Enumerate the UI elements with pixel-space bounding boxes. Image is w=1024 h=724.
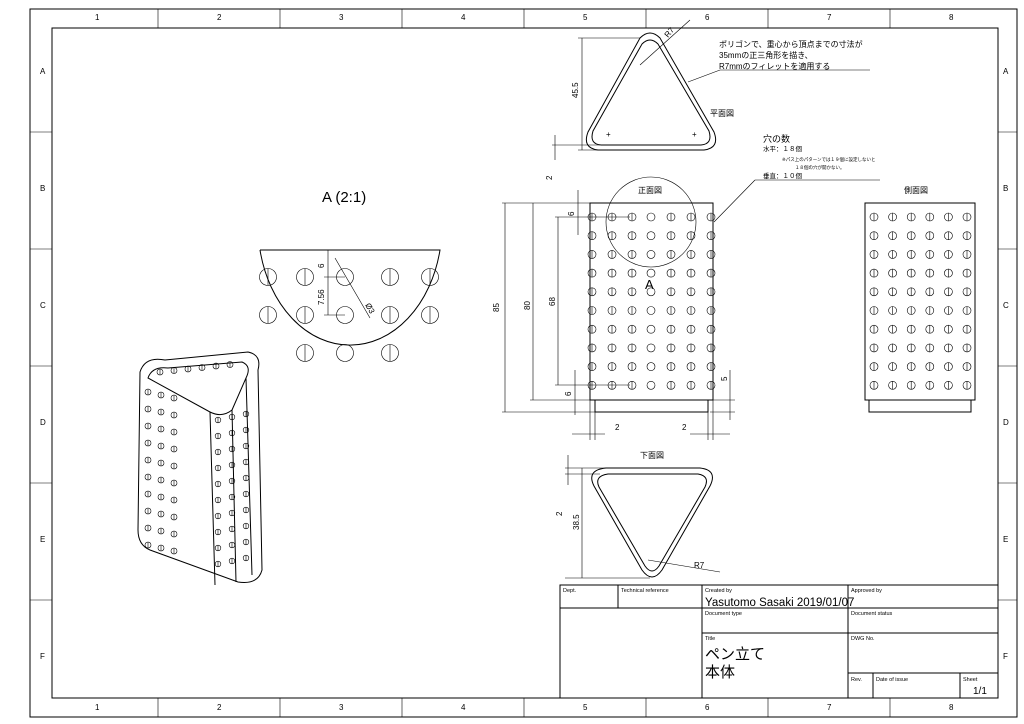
inner-frame bbox=[51, 27, 999, 699]
zone-row-label: D bbox=[40, 418, 46, 427]
side-view-label: 側面図 bbox=[904, 185, 928, 195]
doc-status-label: Document status bbox=[851, 611, 893, 617]
zone-column-label: 6 bbox=[705, 13, 710, 22]
dim-2-right: 2 bbox=[682, 423, 687, 432]
detail-view-label: A (2:1) bbox=[322, 189, 366, 206]
rev-label: Rev. bbox=[851, 677, 862, 683]
holes-vertical: 垂直：１０個 bbox=[763, 171, 803, 180]
dim-5: 5 bbox=[720, 376, 729, 381]
dim-6-top: 6 bbox=[567, 211, 576, 216]
hole bbox=[646, 250, 656, 259]
title-line-1: ペン立て bbox=[705, 646, 765, 663]
zone-column-label: 4 bbox=[461, 13, 466, 22]
doc-type-label: Document type bbox=[705, 611, 742, 617]
hole bbox=[336, 344, 354, 362]
hole bbox=[646, 343, 656, 353]
zone-row-label: F bbox=[1003, 652, 1008, 661]
holes-note-1: ※パス上のパターンでは１９個に設定しないと bbox=[782, 156, 876, 163]
hole bbox=[646, 231, 656, 240]
note-polygon-1: ポリゴンで、重心から頂点までの寸法が bbox=[719, 39, 863, 49]
zone-row-label: B bbox=[40, 184, 45, 193]
zone-column-label: 6 bbox=[705, 703, 710, 712]
dim-80: 80 bbox=[523, 301, 532, 310]
zone-row-label: A bbox=[1003, 67, 1009, 76]
zone-row-label: A bbox=[40, 67, 46, 76]
dim-6-bottom: 6 bbox=[564, 391, 573, 396]
hole bbox=[646, 268, 656, 278]
dim-plan-wall: 2 bbox=[545, 175, 554, 180]
zone-column-label: 8 bbox=[949, 13, 954, 22]
dim-bottom-r7: R7 bbox=[694, 561, 705, 570]
dim-85: 85 bbox=[492, 303, 501, 312]
notes: ポリゴンで、重心から頂点までの寸法が 35mmの正三角形を描き、 R7mmのフィ… bbox=[713, 39, 880, 223]
approved-by-label: Approved by bbox=[851, 588, 882, 594]
hole bbox=[646, 324, 656, 334]
zone-row-label: E bbox=[40, 535, 45, 544]
zone-column-label: 5 bbox=[583, 703, 588, 712]
zone-column-label: 1 bbox=[95, 703, 100, 712]
dwg-no-label: DWG No. bbox=[851, 636, 875, 642]
plan-view-label: 平面図 bbox=[710, 109, 734, 118]
zone-row-label: C bbox=[40, 301, 46, 310]
zone-column-label: 7 bbox=[827, 13, 832, 22]
svg-text:+: + bbox=[692, 130, 697, 139]
tech-ref-label: Technical reference bbox=[621, 588, 669, 594]
dim-38-5: 38.5 bbox=[572, 514, 581, 530]
dim-plan-height: 45.5 bbox=[571, 82, 580, 98]
outer-frame bbox=[29, 8, 1018, 718]
zone-column-label: 4 bbox=[461, 703, 466, 712]
dim-detail-6: 6 bbox=[317, 263, 326, 268]
detail-marker: A bbox=[645, 277, 654, 292]
holes-title: 穴の数 bbox=[763, 133, 790, 144]
note-polygon-3: R7mmのフィレットを適用する bbox=[719, 61, 830, 71]
bottom-view-label: 下面図 bbox=[640, 451, 664, 460]
front-view: 正面図 A 85 80 68 6 6 5 2 2 bbox=[492, 176, 735, 440]
zone-row-label: D bbox=[1003, 418, 1009, 427]
side-view: 側面図 bbox=[864, 185, 976, 413]
dim-68: 68 bbox=[548, 297, 557, 306]
hole bbox=[646, 380, 656, 390]
hole bbox=[646, 212, 656, 222]
zone-column-label: 2 bbox=[217, 703, 222, 712]
title-label: Title bbox=[705, 636, 715, 642]
holes-horizontal: 水平：１８個 bbox=[763, 144, 803, 153]
zone-row-label: C bbox=[1003, 301, 1009, 310]
hole bbox=[646, 362, 656, 371]
isometric-view bbox=[137, 351, 263, 586]
holes-note-2: １８個の穴が開かない。 bbox=[795, 164, 845, 171]
zone-row-label: B bbox=[1003, 184, 1008, 193]
zone-column-label: 3 bbox=[339, 703, 344, 712]
created-by-value: Yasutomo Sasaki 2019/01/07 bbox=[705, 597, 854, 609]
zone-column-label: 7 bbox=[827, 703, 832, 712]
zone-row-label: F bbox=[40, 652, 45, 661]
zone-column-label: 5 bbox=[583, 13, 588, 22]
hole bbox=[646, 306, 656, 315]
zone-column-label: 3 bbox=[339, 13, 344, 22]
dim-detail-7-56: 7.56 bbox=[317, 289, 326, 305]
detail-view: A (2:1) 6 7.56 Ø3 bbox=[259, 189, 441, 362]
note-polygon-2: 35mmの正三角形を描き、 bbox=[719, 50, 813, 60]
dim-2-left: 2 bbox=[615, 423, 620, 432]
sheet-value: 1/1 bbox=[973, 686, 987, 697]
date-label: Date of issue bbox=[876, 677, 908, 683]
zone-column-label: 8 bbox=[949, 703, 954, 712]
bottom-view: 下面図 38.5 2 R7 bbox=[555, 451, 721, 579]
svg-text:+: + bbox=[606, 130, 611, 139]
plan-view: ++ 45.5 2 R7 平面図 bbox=[545, 19, 870, 180]
dept-label: Dept. bbox=[563, 588, 577, 594]
zone-column-label: 1 bbox=[95, 13, 100, 22]
sheet-label: Sheet bbox=[963, 677, 978, 683]
zone-row-label: E bbox=[1003, 535, 1008, 544]
title-block: Dept. Technical reference Created by Yas… bbox=[559, 584, 999, 699]
hole bbox=[646, 287, 656, 297]
zone-column-label: 2 bbox=[217, 13, 222, 22]
dim-bottom-wall: 2 bbox=[555, 511, 564, 516]
created-by-label: Created by bbox=[705, 588, 732, 594]
title-line-2: 本体 bbox=[705, 664, 735, 681]
front-view-label: 正面図 bbox=[638, 186, 662, 195]
